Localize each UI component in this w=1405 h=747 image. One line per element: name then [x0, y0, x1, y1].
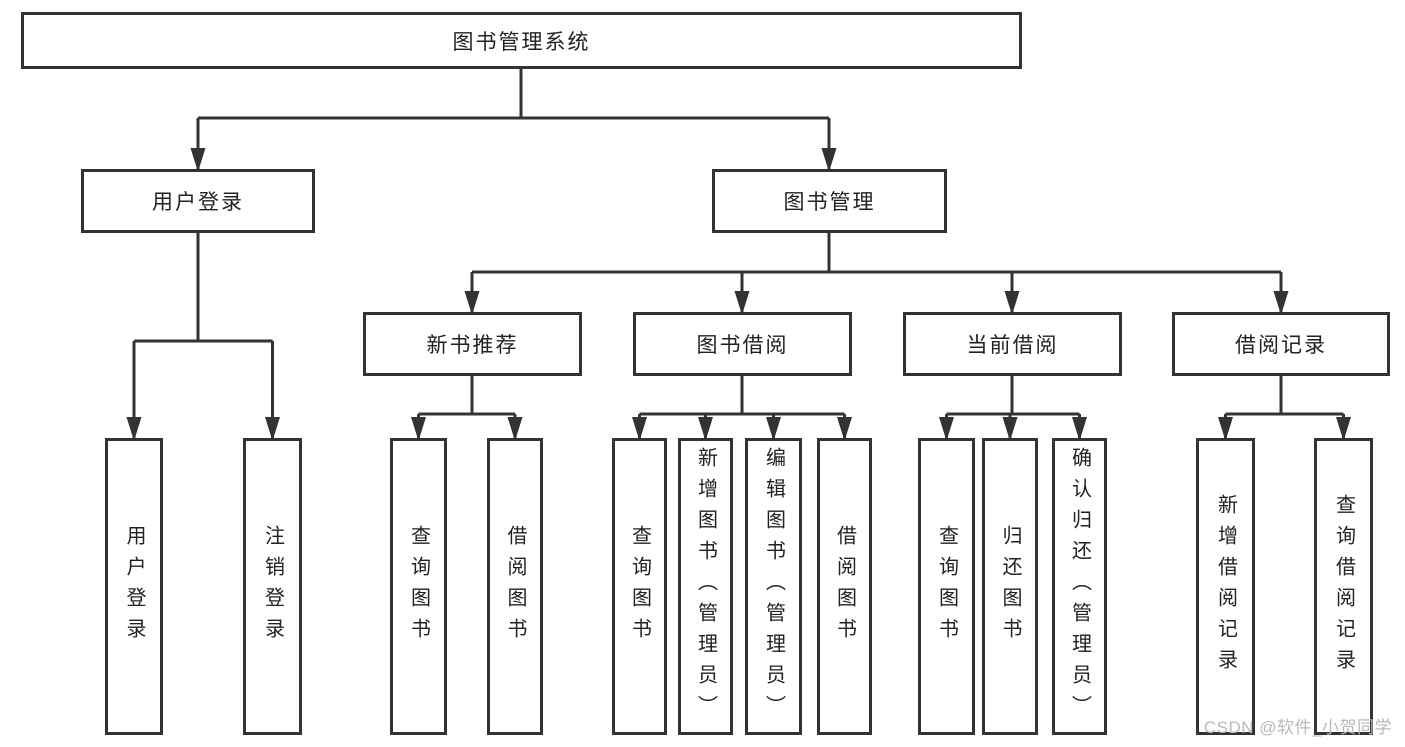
node-new-book-recommend: 新书推荐 [363, 312, 582, 376]
node-add-borrow-record: 新增借阅记录 [1196, 438, 1255, 735]
node-current-borrow: 当前借阅 [903, 312, 1122, 376]
node-return-books: 归还图书 [982, 438, 1038, 735]
csdn-watermark: CSDN @软件_小贺同学 [1203, 718, 1392, 737]
node-user-login-leaf: 用户登录 [105, 438, 163, 735]
node-user-login: 用户登录 [81, 169, 315, 233]
node-query-books-current: 查询图书 [918, 438, 975, 735]
node-query-books-recommend: 查询图书 [390, 438, 447, 735]
node-query-borrow-record: 查询借阅记录 [1314, 438, 1373, 735]
node-logout: 注销登录 [243, 438, 302, 735]
node-borrow-books-recommend: 借阅图书 [487, 438, 543, 735]
arrowhead-icons [126, 148, 1351, 441]
node-edit-book-admin: 编辑图书（管理员） [745, 438, 802, 735]
node-confirm-return-admin: 确认归还（管理员） [1052, 438, 1107, 735]
node-book-borrow: 图书借阅 [633, 312, 852, 376]
node-book-management: 图书管理 [712, 169, 947, 233]
node-add-book-admin: 新增图书（管理员） [678, 438, 733, 735]
node-borrow-records: 借阅记录 [1172, 312, 1390, 376]
node-borrow-books-leaf: 借阅图书 [817, 438, 872, 735]
node-query-books-borrow: 查询图书 [612, 438, 667, 735]
node-library-system: 图书管理系统 [21, 12, 1022, 69]
